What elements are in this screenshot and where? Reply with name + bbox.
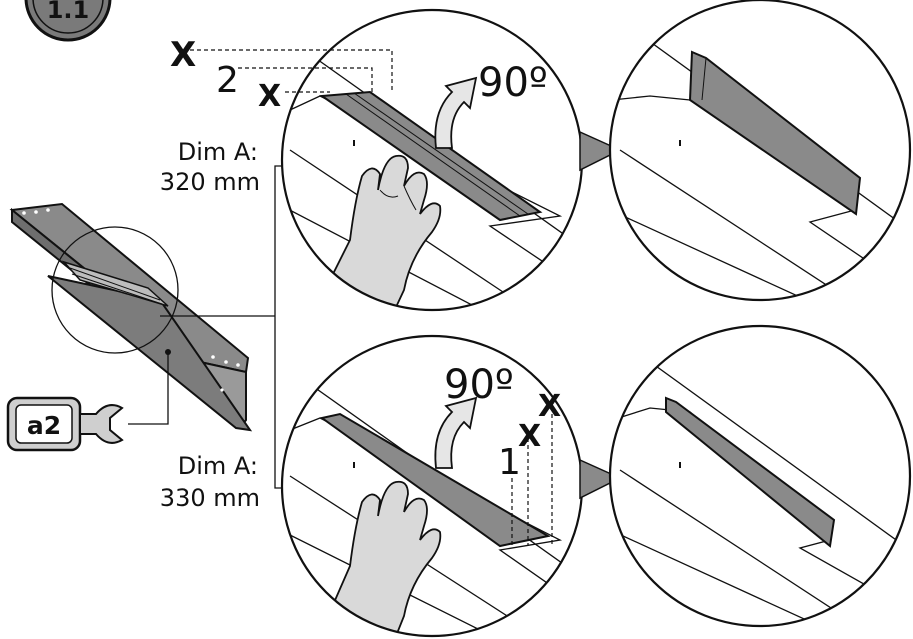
exclude-count-top: 2: [216, 60, 239, 101]
exclude-marker-2: X: [258, 79, 281, 114]
bend-angle-top: 90º: [478, 60, 548, 106]
exclude-marker-4: X: [538, 389, 561, 424]
exclude-marker-1: X: [170, 35, 196, 75]
exclude-count-bottom: 1: [498, 442, 521, 483]
detail-bottom-bend: [280, 334, 584, 638]
bend-arrow-top: [434, 76, 478, 149]
dim-value-bottom: 330 mm: [160, 484, 260, 512]
detail-callout-circle: [51, 226, 179, 354]
tool-badge: a2: [6, 396, 124, 452]
detail-bottom-result: [608, 324, 912, 628]
step-number: 1.1: [47, 0, 90, 24]
dim-value-top: 320 mm: [160, 168, 260, 196]
next-step-arrow-bottom: [579, 458, 622, 500]
exclude-marker-3: X: [518, 419, 541, 454]
step-badge: 1.1: [24, 0, 112, 42]
detail-top-bend: [190, 8, 584, 312]
callout-dot: [165, 349, 171, 355]
wrench-icon: [79, 404, 124, 444]
next-step-arrow-top: [579, 130, 622, 172]
tool-label: a2: [27, 411, 61, 440]
dim-label-bottom: Dim A:: [178, 452, 258, 480]
dim-label-top: Dim A:: [178, 138, 258, 166]
bend-angle-bottom: 90º: [444, 362, 514, 408]
rail-overview: [9, 202, 253, 432]
bend-arrow-bottom: [434, 396, 478, 469]
detail-top-result: [608, 0, 912, 302]
